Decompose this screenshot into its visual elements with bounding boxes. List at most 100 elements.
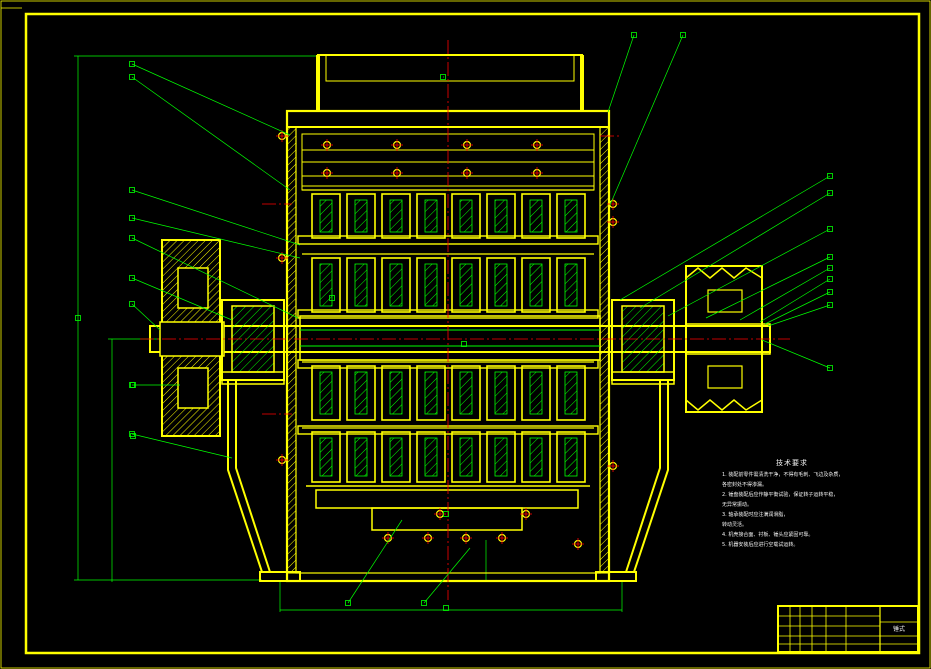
hammer-pin-slot <box>564 263 578 307</box>
hammer-head <box>311 431 341 483</box>
leader-balloon <box>827 173 833 179</box>
leader-balloon <box>827 226 833 232</box>
hammer-pin-slot <box>389 371 403 415</box>
hammer-head <box>346 193 376 239</box>
hammer-head <box>311 193 341 239</box>
leader-balloon <box>827 254 833 260</box>
dimension-marker <box>75 315 81 321</box>
hammer-pin-slot <box>424 371 438 415</box>
center-lines <box>140 40 790 600</box>
hammer-pin-slot <box>564 437 578 477</box>
hammer-pin-slot <box>564 371 578 415</box>
hammer-head <box>556 257 586 313</box>
bolt-markers <box>276 130 619 550</box>
hammer-head <box>486 431 516 483</box>
hammer-head <box>486 193 516 239</box>
hammer-pin-slot <box>354 199 368 233</box>
hammer-pin-slot <box>494 371 508 415</box>
leader-balloon <box>345 600 351 606</box>
hammer-head <box>416 365 446 421</box>
leader-balloon <box>440 74 446 80</box>
hammer-head <box>381 431 411 483</box>
requirement-line: 无异常振动。 <box>722 502 753 508</box>
leader-line <box>639 192 831 309</box>
leader-line <box>667 228 831 317</box>
hammer-head <box>381 257 411 313</box>
right-bearing <box>611 299 675 385</box>
requirement-line: 转动灵活。 <box>722 522 748 528</box>
hammer-head <box>486 365 516 421</box>
requirement-line: 1. 装配前零件需清洗干净，不得有毛刺、飞边及杂质， <box>722 472 844 478</box>
leader-line <box>131 237 299 319</box>
leader-line <box>607 34 635 113</box>
hammer-head <box>556 193 586 239</box>
part-leaders <box>75 32 833 611</box>
base-frame <box>227 380 669 582</box>
drawing-number: 锤式 <box>893 625 905 633</box>
hammer-head <box>451 365 481 421</box>
hammer-pin-slot <box>529 437 543 477</box>
leader-balloon <box>421 600 427 606</box>
dimension-lines <box>74 55 623 612</box>
leader-balloon <box>827 302 833 308</box>
hammer-pin-slot <box>424 199 438 233</box>
dimension-marker <box>329 295 335 301</box>
hammer-head <box>521 257 551 313</box>
hammer-pin-slot <box>459 263 473 307</box>
hammer-pin-slot <box>319 199 333 233</box>
left-bearing <box>221 299 285 385</box>
leader-line <box>131 63 291 136</box>
hammer-pin-slot <box>319 437 333 477</box>
leader-balloon <box>129 275 135 281</box>
hammer-head <box>451 431 481 483</box>
hammer-pin-slot <box>319 263 333 307</box>
leader-line <box>705 256 831 319</box>
hammer-pin-slot <box>564 199 578 233</box>
left-flywheel <box>159 239 225 437</box>
hammer-head <box>416 257 446 313</box>
dimension-marker <box>130 382 136 388</box>
leader-line <box>619 175 831 301</box>
hammer-head <box>381 193 411 239</box>
leader-line <box>131 76 291 191</box>
leader-balloon <box>129 187 135 193</box>
leader-line <box>761 339 831 369</box>
leader-balloon <box>631 32 637 38</box>
dimension-marker <box>443 511 449 517</box>
hammer-pin-slot <box>529 263 543 307</box>
hammer-pin-slot <box>529 199 543 233</box>
hammer-head <box>451 193 481 239</box>
leader-line <box>131 277 233 321</box>
leader-line <box>131 189 301 246</box>
leader-line <box>767 304 831 327</box>
dimension-marker <box>461 341 467 347</box>
leader-balloon <box>827 190 833 196</box>
technical-requirements: 技术要求 1. 装配前零件需清洗干净，不得有毛刺、飞边及杂质， 各密封处不得渗漏… <box>722 458 862 550</box>
requirement-line: 各密封处不得渗漏。 <box>722 482 768 488</box>
leader-line <box>609 34 684 206</box>
hammer-head <box>346 365 376 421</box>
requirement-line: 2. 锤盘装配后应作静平衡试验，保证转子运转平稳， <box>722 492 839 498</box>
leader-balloon <box>827 289 833 295</box>
hammer-head <box>556 365 586 421</box>
leader-balloon <box>680 32 686 38</box>
leader-balloon <box>129 215 135 221</box>
hammer-pin-slot <box>494 437 508 477</box>
hammer-head <box>311 257 341 313</box>
hammer-head <box>451 257 481 313</box>
hammer-pin-slot <box>494 199 508 233</box>
leader-balloon <box>129 301 135 307</box>
hammer-head <box>521 193 551 239</box>
hammer-rows <box>297 189 599 483</box>
hammer-head <box>416 193 446 239</box>
hammer-pin-slot <box>459 199 473 233</box>
feed-hopper <box>316 54 584 112</box>
hammer-head <box>346 257 376 313</box>
hammer-pin-slot <box>494 263 508 307</box>
hammer-head <box>556 431 586 483</box>
leader-balloon <box>129 61 135 67</box>
leader-balloon <box>827 265 833 271</box>
